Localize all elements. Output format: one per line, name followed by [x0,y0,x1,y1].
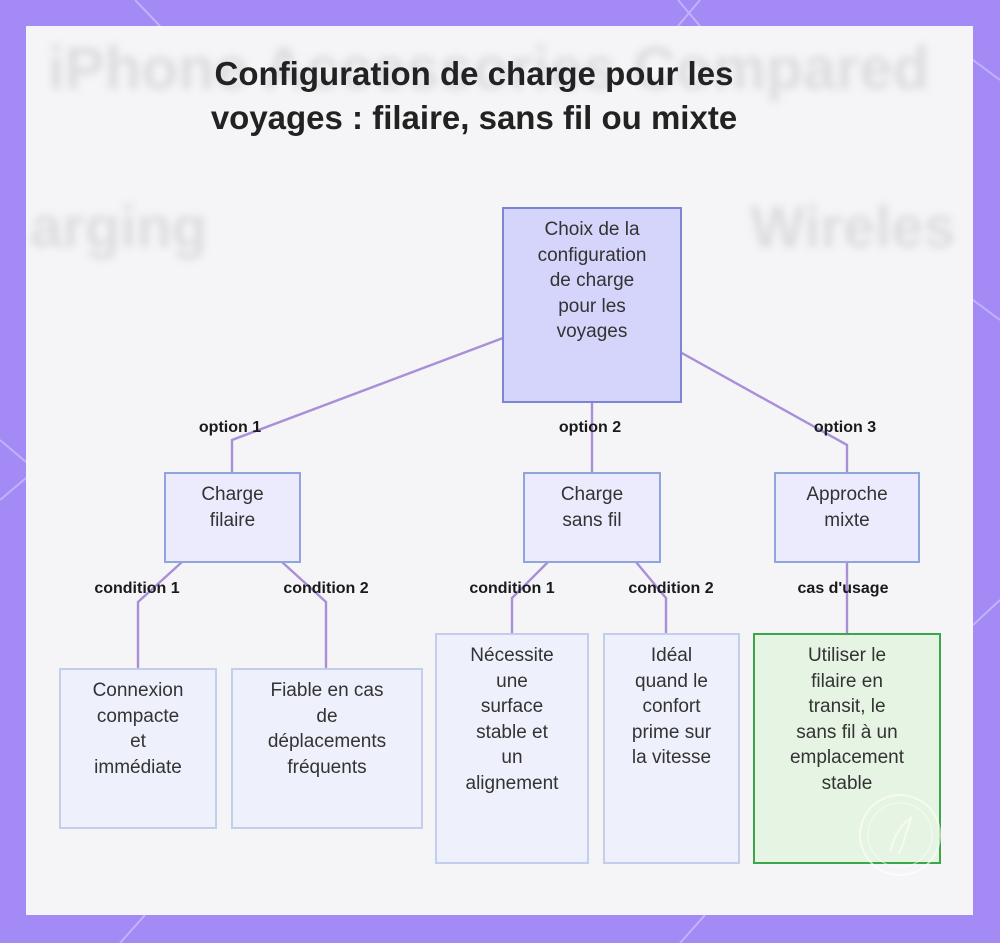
edge-label-wired-condition-2: condition 2 [283,580,369,597]
node-text-line: Approche [806,484,888,505]
node-root: Choix de la configuration de charge pour le… [502,207,682,403]
node-text-line: voyages [556,321,628,342]
node-text-line: confort [642,696,701,717]
edge-label-option-2: option 2 [558,419,622,436]
node-text-line: stable et [476,721,548,743]
node-text-line: une [496,670,528,692]
node-mixed-use-case: Utiliser le filaire en transit, le sans fil… [753,633,941,864]
node-text-line: Charge [201,484,264,505]
node-text-line: prime sur [631,721,712,743]
edge-label-wireless-condition-1: condition 1 [469,580,555,597]
node-text-line: compacte [96,705,180,727]
node-text-line: mixte [824,509,870,531]
node-text-line: de [316,705,338,727]
node-text-line: et [130,731,146,752]
background-ghost-text: iPhone Accessories Compared arging Wirel… [26,26,973,915]
node-text-line: sans fil à un [796,721,898,743]
edge-wireless-c1 [510,560,550,635]
edge-wired-c1 [136,560,184,670]
node-text-line: Connexion [92,680,184,701]
ghost-heading: iPhone Accessories Compared [48,35,930,102]
title-line-2: voyages : filaire, sans fil ou mixte [210,99,738,136]
node-text-line: Utiliser le [807,645,887,666]
node-text-line: Charge [560,484,624,505]
node-text-line: Nécessite [470,645,554,666]
node-wireless-condition-1: Nécessite une surface stable et un alignement [435,633,589,864]
edge-wired-c2 [280,560,328,670]
node-text-line: quand le [635,670,708,692]
edge-label-wireless-condition-2: condition 2 [628,580,714,597]
edge-label-wired-condition-1: condition 1 [94,580,180,597]
node-text-line: stable [821,772,873,794]
node-text-line: emplacement [789,747,905,768]
node-text-line: déplacements [267,731,387,752]
node-text-line: Idéal [650,645,693,666]
node-text-line: un [501,747,523,768]
node-text-line: filaire en [811,670,883,692]
watermark-logo [859,794,941,876]
node-mixed-approach: Approche mixte [774,472,920,563]
node-wired-charging: Charge filaire [164,472,301,563]
edge-label-mixed-use-case: cas d'usage [797,580,889,597]
ghost-right: Wireles [750,195,956,260]
node-text-line: fréquents [287,756,367,778]
title-line-1: Configuration de charge pour les [214,55,734,92]
diagram-title: Configuration de charge pour les voyages… [150,52,798,140]
ghost-left: arging [30,195,208,260]
node-text-line: configuration [537,244,647,266]
node-text-line: immédiate [94,756,182,778]
edge-root-mixed [678,350,849,474]
node-text-line: la vitesse [631,747,712,768]
node-wireless-charging: Charge sans fil [523,472,661,563]
node-text-line: pour les [558,295,626,317]
node-wired-condition-1: Connexion compacte et immédiate [59,668,217,829]
node-text-line: transit, le [808,696,886,717]
node-text-line: surface [480,696,544,717]
node-text-line: alignement [465,772,559,794]
edge-wireless-c2 [634,560,668,635]
node-wired-condition-2: Fiable en cas de déplacements fréquents [231,668,423,829]
node-text-line: sans fil [562,509,622,531]
edge-root-wired [230,336,505,474]
node-text-line: de charge [549,270,635,291]
node-text-line: Fiable en cas [270,680,384,701]
edge-label-option-1: option 1 [198,419,262,436]
node-wireless-condition-2: Idéal quand le confort prime sur la vitesse [603,633,740,864]
node-text-line: Choix de la [544,219,640,240]
edge-label-option-3: option 3 [813,419,877,436]
node-text-line: filaire [209,509,256,531]
